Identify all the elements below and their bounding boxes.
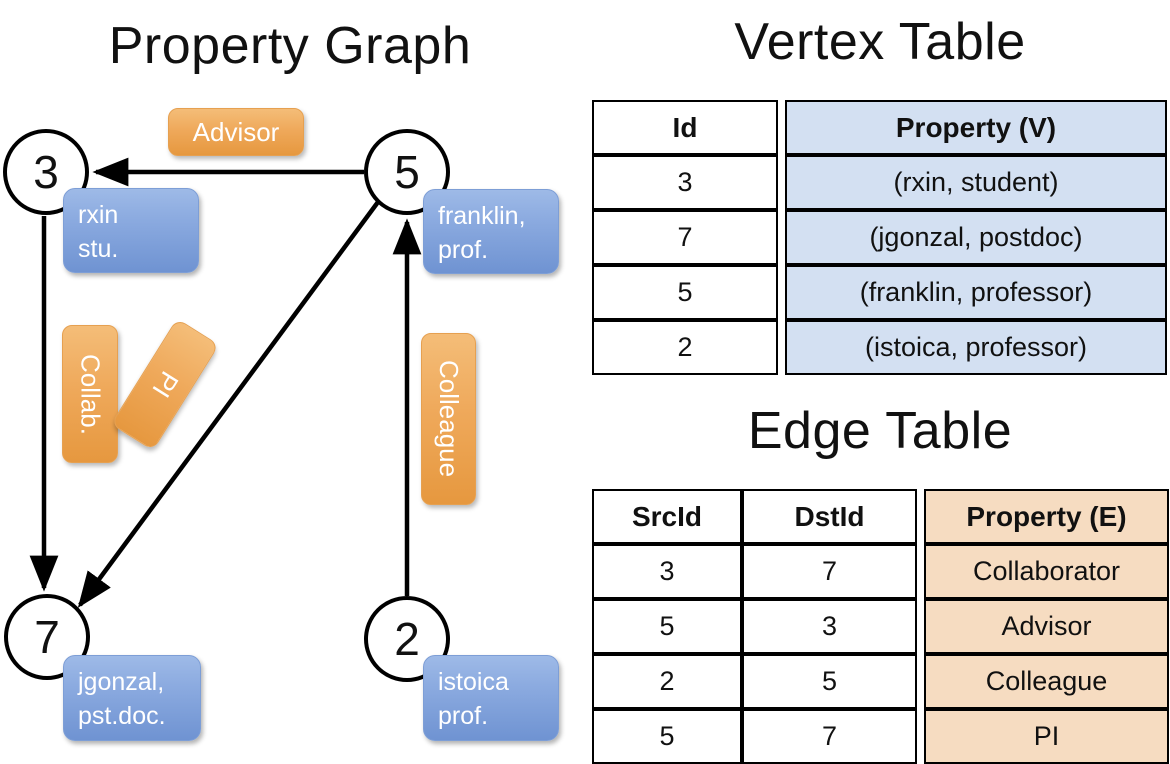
vertex-table-header-property: Property (V) [785,100,1167,155]
vertex-row-1-id: 7 [592,210,778,265]
vertex-table-column-gap [778,155,785,210]
page-title-property-graph: Property Graph [108,17,472,75]
graph-vertex-7-id: 7 [34,611,60,663]
vertex-row-2-id: 5 [592,265,778,320]
edge-table-header-row: SrcId DstId Property (E) [592,489,1169,544]
vertex-row-2-property: (franklin, professor) [785,265,1167,320]
vertex-property-5-line2: prof. [438,235,489,264]
edge-table-column-gap [917,599,924,654]
edge-row-2-property: Colleague [924,654,1169,709]
vertex-row-3-property: (istoica, professor) [785,320,1167,375]
edge-label-pi[interactable]: PI [110,318,220,451]
vertex-table-column-gap [778,265,785,320]
table-row[interactable]: 3 (rxin, student) [592,155,1167,210]
page-title-edge-table: Edge Table [747,402,1013,460]
edge-label-colleague[interactable]: Colleague [421,333,476,505]
vertex-property-box-3[interactable]: rxin stu. [63,188,199,273]
edge-row-0-dst: 7 [742,544,917,599]
graph-vertex-3-id: 3 [33,146,59,198]
edge-label-pi-text: PI [146,366,185,404]
vertex-table-header-row: Id Property (V) [592,100,1167,155]
vertex-property-5-line1: franklin, [438,202,526,230]
vertex-property-box-7[interactable]: jgonzal, pst.doc. [63,655,201,741]
vertex-table-header-id: Id [592,100,778,155]
edge-row-1-dst: 3 [742,599,917,654]
graph-vertex-2[interactable]: 2 [364,596,450,682]
vertex-table-column-gap [778,210,785,265]
vertex-property-3-line1: rxin [78,201,119,229]
edge-table-header-property: Property (E) [924,489,1169,544]
vertex-table: Id Property (V) 3 (rxin, student) 7 (jgo… [592,100,1167,375]
vertex-table-column-gap [778,320,785,375]
graph-vertex-5[interactable]: 5 [364,129,450,215]
table-row[interactable]: 2 (istoica, professor) [592,320,1167,375]
graph-vertex-5-id: 5 [394,146,420,198]
table-row[interactable]: 5 (franklin, professor) [592,265,1167,320]
edge-table: SrcId DstId Property (E) 3 7 Collaborato… [592,489,1169,764]
edge-label-advisor-text: Advisor [192,116,280,147]
vertex-property-7-line2: pst.doc. [78,701,166,730]
vertex-property-box-5[interactable]: franklin, prof. [423,189,559,274]
edge-row-2-src: 2 [592,654,742,709]
edge-table-column-gap [917,654,924,709]
table-row[interactable]: 5 3 Advisor [592,599,1169,654]
table-row[interactable]: 5 7 PI [592,709,1169,764]
edge-row-1-property: Advisor [924,599,1169,654]
page-title-vertex-table: Vertex Table [734,13,1026,71]
vertex-row-3-id: 2 [592,320,778,375]
edge-row-0-src: 3 [592,544,742,599]
edge-row-3-dst: 7 [742,709,917,764]
edge-row-1-src: 5 [592,599,742,654]
edge-table-column-gap [917,709,924,764]
vertex-property-7-line1: jgonzal, [78,668,165,696]
table-row[interactable]: 7 (jgonzal, postdoc) [592,210,1167,265]
edge-label-advisor[interactable]: Advisor [168,108,304,156]
edge-label-collab[interactable]: Collab. [62,325,118,463]
vertex-property-2-line1: istoica [438,668,509,696]
edge-table-column-gap [917,544,924,599]
vertex-table-column-gap [778,100,785,155]
vertex-row-0-id: 3 [592,155,778,210]
edge-row-0-property: Collaborator [924,544,1169,599]
edge-label-colleague-text: Colleague [434,360,464,478]
vertex-property-2-line2: prof. [438,701,489,730]
edge-table-header-dstid: DstId [742,489,917,544]
graph-vertex-2-id: 2 [394,613,420,665]
edge-row-3-property: PI [924,709,1169,764]
edge-row-2-dst: 5 [742,654,917,709]
edge-row-3-src: 5 [592,709,742,764]
property-graph-diagram: 3 5 7 2 rxin stu. franklin, prof. jgonza… [0,0,585,760]
table-row[interactable]: 3 7 Collaborator [592,544,1169,599]
vertex-row-1-property: (jgonzal, postdoc) [785,210,1167,265]
vertex-row-0-property: (rxin, student) [785,155,1167,210]
vertex-property-box-2[interactable]: istoica prof. [423,655,559,741]
edge-table-header-srcid: SrcId [592,489,742,544]
vertex-property-3-line2: stu. [78,234,119,263]
table-row[interactable]: 2 5 Colleague [592,654,1169,709]
edge-label-collab-text: Collab. [75,353,106,435]
edge-table-column-gap [917,489,924,544]
